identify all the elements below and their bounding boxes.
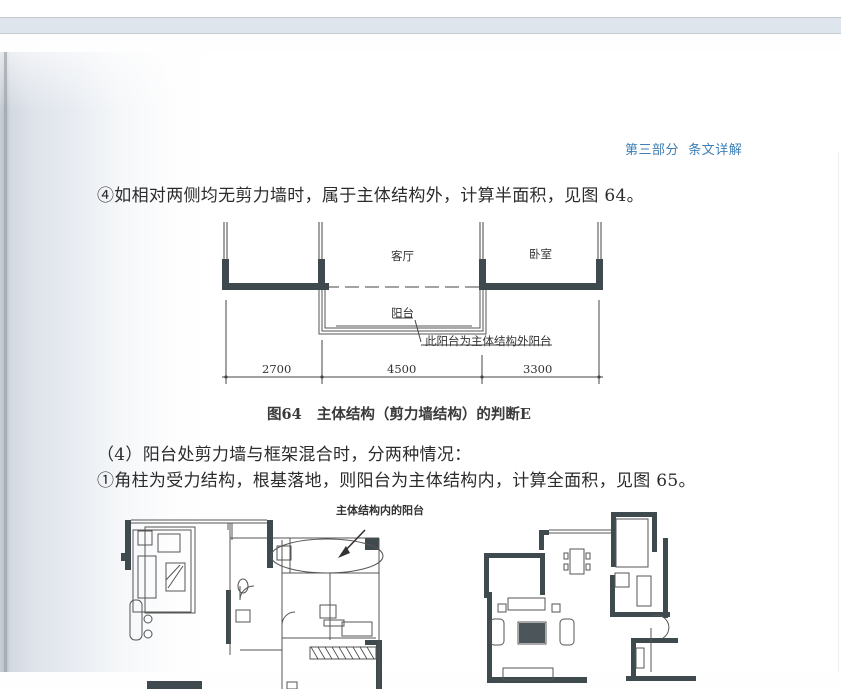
figure-64-caption: 图64 主体结构（剪力墙结构）的判断E <box>267 406 531 423</box>
window-top-strip <box>0 0 841 17</box>
dimension-3300: 3300 <box>523 362 553 376</box>
room-label-living-room: 客厅 <box>391 249 414 263</box>
dimension-2700: 2700 <box>262 362 292 376</box>
viewer-toolbar-bar <box>0 17 841 34</box>
dimension-4500: 4500 <box>387 362 417 376</box>
scanned-page <box>0 52 841 672</box>
page-spine-edge <box>4 52 7 672</box>
figure-64-annotation: 此阳台为主体结构外阳台 <box>425 334 552 348</box>
paragraph-item-4: ④如相对两侧均无剪力墙时，属于主体结构外，计算半面积，见图 64。 <box>97 186 644 206</box>
paragraph-section-4: （4）阳台处剪力墙与框架混合时，分两种情况： <box>97 445 472 465</box>
room-label-balcony: 阳台 <box>391 306 414 320</box>
paragraph-item-1: ①角柱为受力结构，根基落地，则阳台为主体结构内，计算全面积，见图 65。 <box>97 471 696 491</box>
figure-65-annotation: 主体结构内的阳台 <box>336 504 424 517</box>
page-right-edge <box>838 152 839 672</box>
running-header: 第三部分 条文详解 <box>625 143 743 158</box>
room-label-bedroom: 卧室 <box>529 247 552 261</box>
page-shading <box>0 52 300 112</box>
